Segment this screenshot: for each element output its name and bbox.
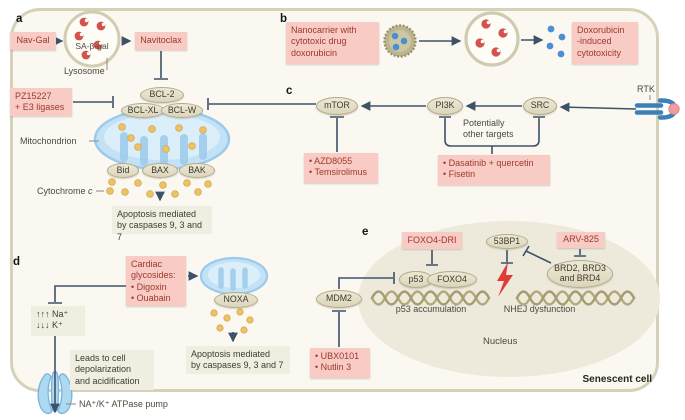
protein-noxa: NOXA — [214, 292, 258, 308]
doxorubicin-box: Doxorubicin -induced cytotoxicity — [572, 22, 638, 64]
cell-icon — [464, 11, 520, 67]
protein-bax: BAX — [142, 163, 178, 178]
depolarization-box: Leads to cell depolarization and acidifi… — [70, 350, 154, 390]
protein-bcl2: BCL-2 — [140, 87, 184, 103]
drug-box-navitoclax: Navitoclax — [135, 32, 187, 50]
sa-beta-gal-label: SA-β-gal — [75, 41, 109, 51]
panel-d-connectors — [48, 271, 238, 343]
nhej-dysfunction-label: NHEJ dysfunction — [503, 304, 576, 314]
drug-box-ubx-nutlin: • UBX0101 • Nutlin 3 — [310, 348, 370, 378]
protein-bak: BAK — [179, 163, 215, 178]
nanocarrier-icon — [383, 24, 417, 58]
inhibit-53bp1-dna — [501, 250, 513, 264]
drug-box-foxo4-dri: FOXO4-DRI — [402, 232, 462, 249]
inhibit-arv-brd — [574, 249, 586, 257]
apoptosis-box-d: Apoptosis mediated by caspases 9, 3 and … — [186, 346, 290, 374]
p53-accumulation-label: p53 accumulation — [395, 304, 467, 314]
panel-letter-c: c — [286, 85, 293, 97]
panel-b-connectors — [419, 35, 544, 46]
panel-e-connectors — [332, 245, 586, 347]
nanocarrier-box: Nanocarrier with cytotoxic drug doxorubi… — [286, 22, 379, 64]
potentially-other-targets-label: Potentially other targets — [463, 118, 514, 139]
protein-foxo4: FOXO4 — [427, 271, 477, 288]
protein-bcl-w: BCL-W — [161, 103, 203, 118]
protein-src: SRC — [523, 97, 557, 115]
inhibit-dasatinib-bracket — [439, 116, 545, 154]
inhibit-azd-mtor — [330, 116, 344, 152]
inhibit-mtor-bclw — [207, 98, 316, 110]
doxorubicin-dots — [546, 25, 566, 58]
panel-letter-a: a — [16, 13, 23, 25]
inhibit-navitoclax-bcl2 — [154, 51, 168, 80]
rtk-receptor-icon — [634, 95, 680, 120]
lysosome-label: Lysosome — [64, 66, 105, 76]
panel-letter-d: d — [13, 256, 21, 268]
protein-pi3k: PI3K — [427, 97, 463, 115]
protein-mtor: mTOR — [316, 97, 358, 115]
drug-box-dasatinib-fisetin: • Dasatinib + quercetin • Fisetin — [438, 155, 550, 185]
dna-helix-left-icon — [370, 290, 491, 306]
mitochondrion-label: Mitochondrion — [20, 136, 77, 146]
inhibit-foxo4dri-p53 — [426, 250, 438, 266]
dna-helix-right-icon — [515, 290, 636, 306]
drug-box-arv-825: ARV-825 — [557, 232, 605, 248]
mitochondrion-icon — [89, 107, 231, 171]
inhibit-pz-bclxl — [73, 96, 114, 108]
inhibit-mdm2-p53 — [338, 272, 395, 289]
cytochrome-c-label: Cytochrome c — [37, 186, 93, 196]
mitochondrion-noxa-icon — [199, 256, 269, 296]
cytochrome-c-dots — [106, 123, 212, 198]
inhibit-brd-53bp1 — [522, 245, 552, 264]
apoptosis-box-a: Apoptosis mediated by caspases 9, 3 and … — [112, 206, 212, 242]
inhibit-ubx-mdm2 — [332, 310, 346, 347]
protein-bcl-xl: BCL-XL — [121, 103, 165, 118]
protein-brd: BRD2, BRD3 and BRD4 — [547, 260, 613, 288]
ion-change-box: ↑↑↑ Na⁺ ↓↓↓ K⁺ — [31, 306, 85, 336]
lysosome-icon — [63, 10, 121, 70]
senescent-cell-label: Senescent cell — [582, 374, 652, 385]
panel-a-connectors — [53, 36, 316, 202]
inhibit-cardiac-pump — [48, 285, 126, 304]
panel-letter-b: b — [280, 13, 288, 25]
drug-box-pz15227: PZ15227 + E3 ligases — [10, 88, 72, 116]
protein-bid: Bid — [107, 163, 139, 178]
arrow-rtk-src — [559, 102, 637, 113]
drug-box-cardiac-glycosides: Cardiac glycosides: • Digoxin • Ouabain — [126, 256, 186, 306]
drug-box-nav-gal: Nav-Gal — [10, 32, 56, 50]
nucleus-label: Nucleus — [483, 336, 518, 347]
dna-break-icon — [497, 262, 513, 297]
noxa-dots — [210, 308, 254, 334]
panel-c-connectors — [330, 101, 637, 154]
protein-53bp1: 53BP1 — [486, 234, 528, 249]
rtk-label: RTK — [637, 84, 655, 94]
atpase-pump-label: NA⁺/K⁺ ATPase pump — [79, 399, 168, 409]
panel-letter-e: e — [362, 226, 369, 238]
drug-box-azd-temsirolimus: • AZD8055 • Temsirolimus — [304, 153, 378, 183]
protein-mdm2: MDM2 — [316, 290, 362, 308]
